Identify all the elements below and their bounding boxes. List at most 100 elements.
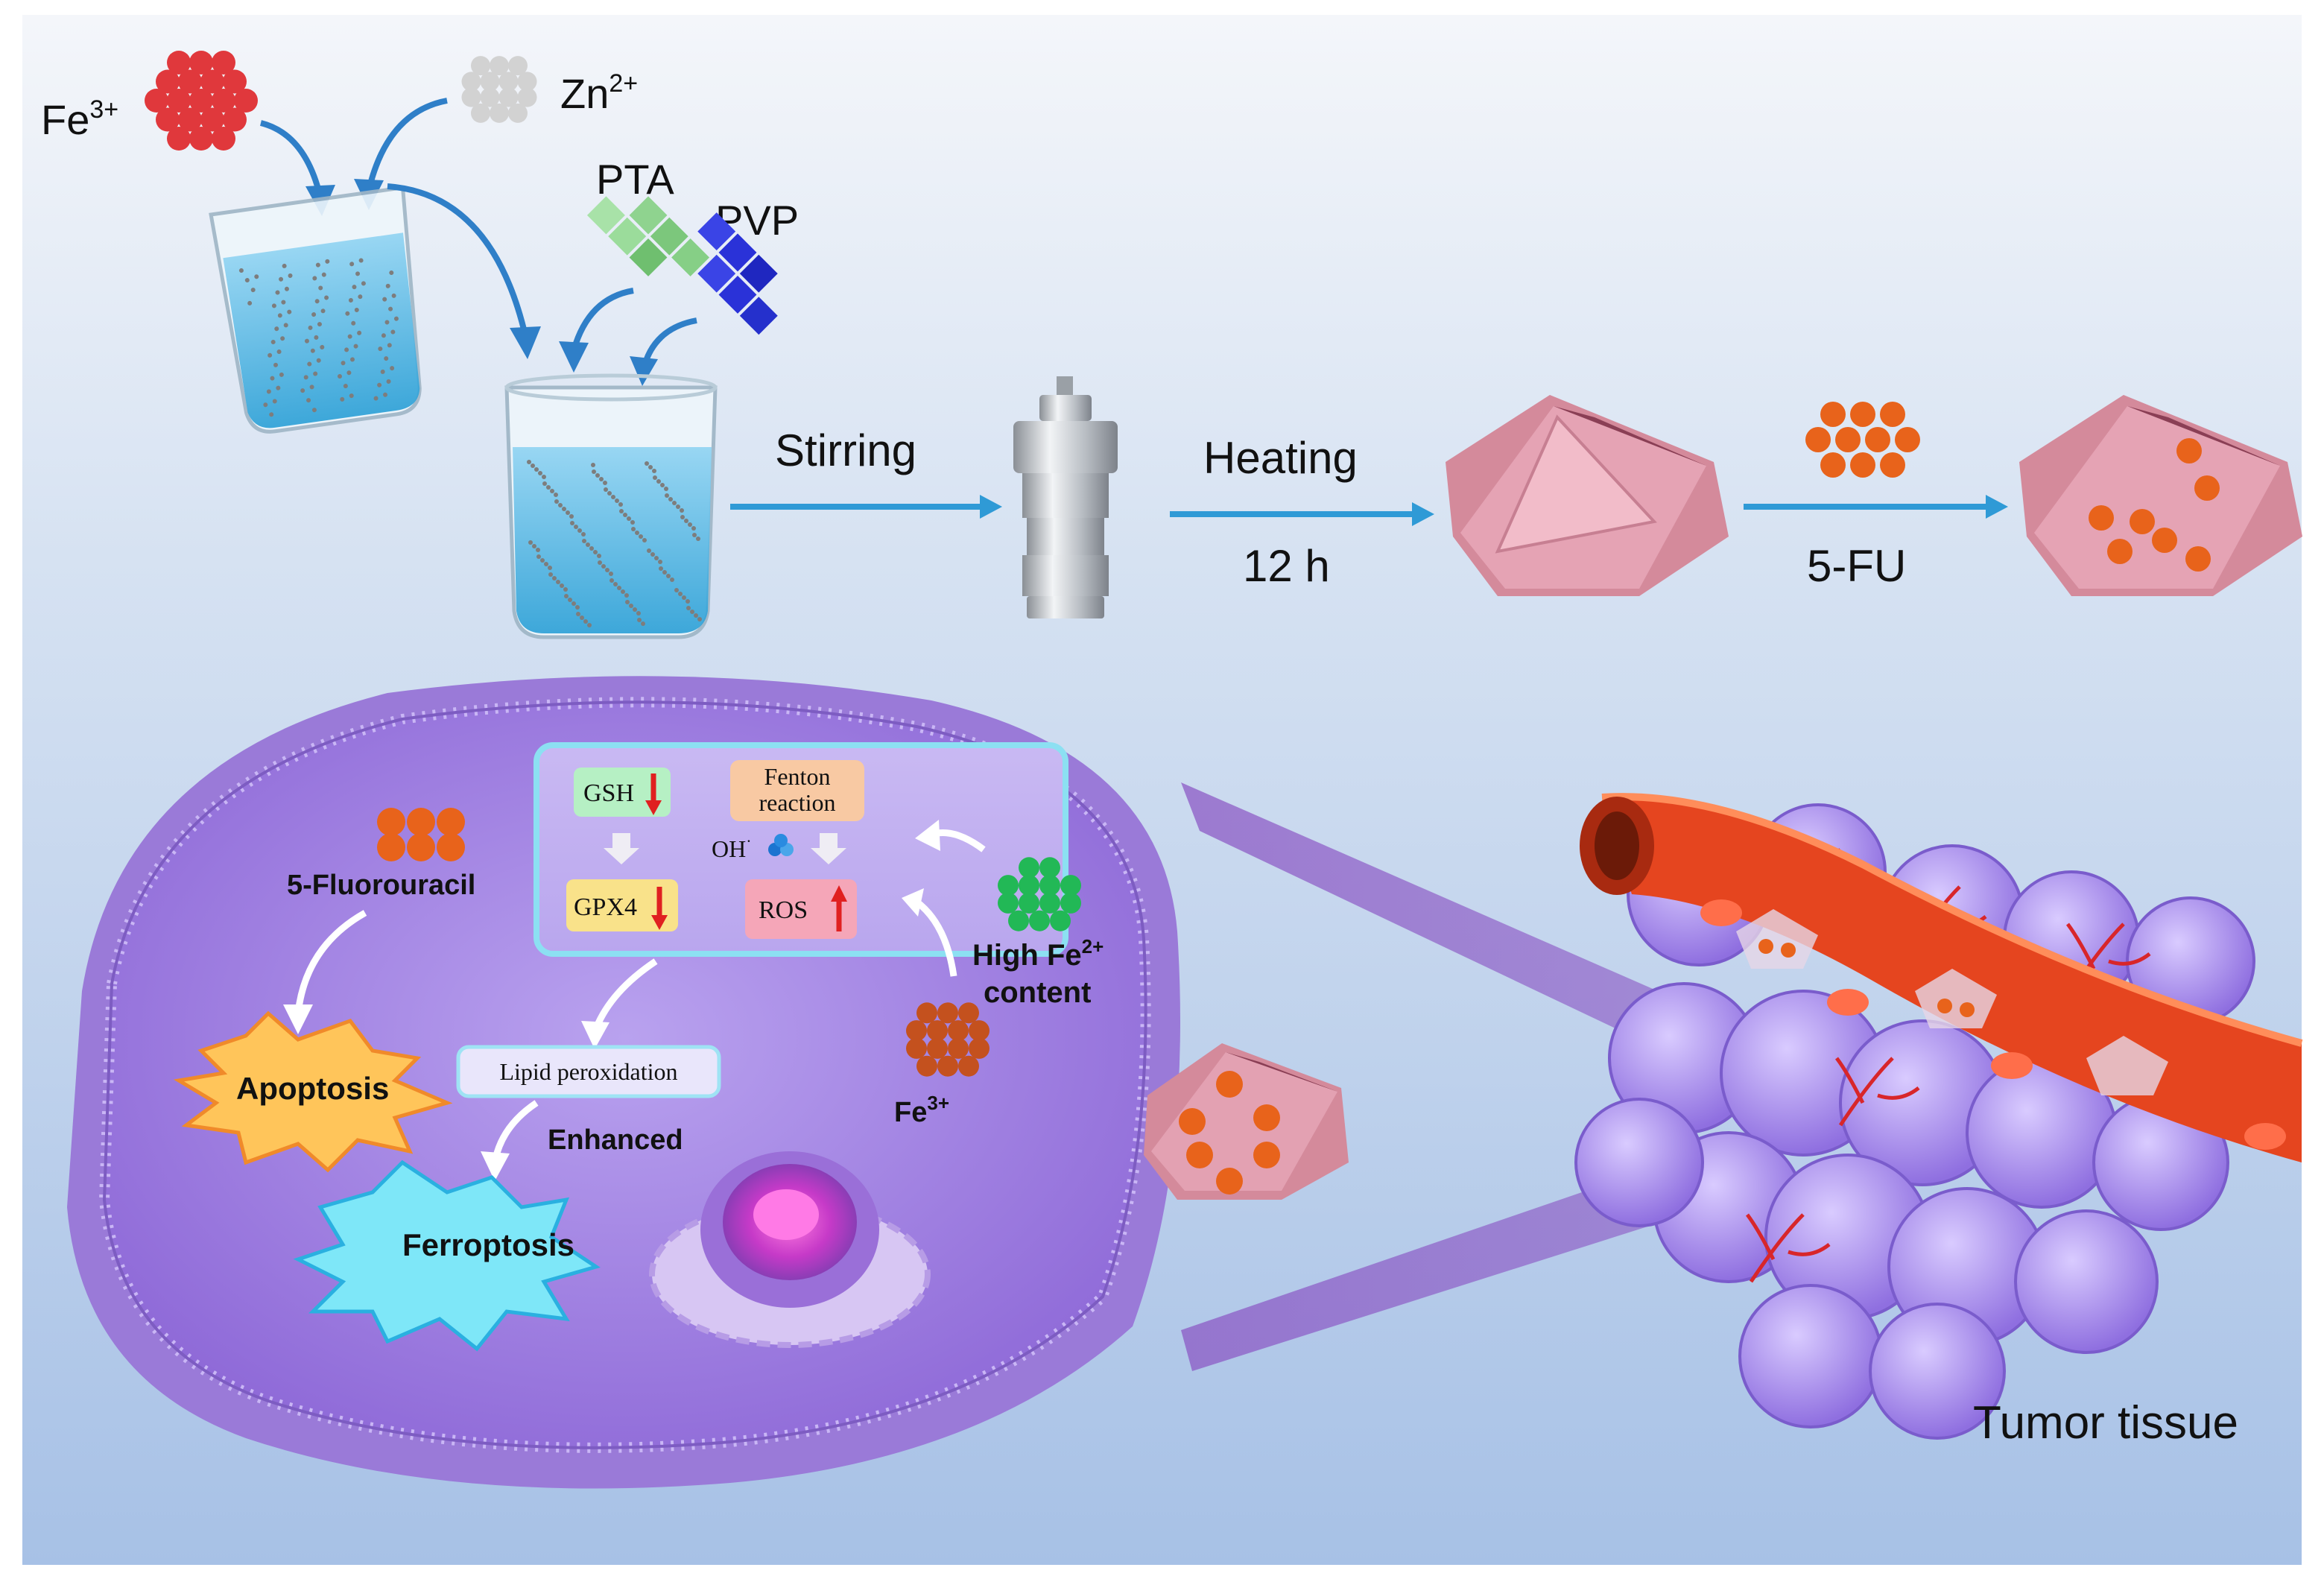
beaker-particle [680, 515, 685, 519]
fe3-ion [223, 69, 247, 94]
beaker-particle [279, 276, 284, 282]
beaker-particle [273, 362, 279, 367]
5fu-molecule [1820, 402, 1846, 427]
arrow-pvp-to-beaker [642, 317, 697, 367]
beaker-particle [311, 312, 317, 317]
beaker-particle [349, 357, 355, 362]
beaker-particle [546, 485, 551, 490]
beaker-particle [595, 473, 600, 478]
fenton-to-ros-arrow [811, 833, 846, 864]
beaker-particle [603, 481, 607, 485]
beaker-particle [569, 514, 574, 519]
beaker-particle [390, 329, 396, 335]
5fu-drug-cluster-top [1805, 402, 1920, 478]
beaker-particle [238, 268, 244, 273]
beaker-particle [577, 528, 582, 533]
beaker-particle [540, 558, 545, 563]
beaker-particle [645, 461, 649, 466]
beaker-particle [275, 290, 280, 295]
beaker-particle [386, 379, 391, 384]
beaker-particle [621, 589, 625, 594]
beaker-particle [576, 612, 580, 616]
mof-octahedron-particle [1446, 395, 1729, 596]
beaker-particle [270, 339, 276, 344]
zn2-label: Zn2+ [560, 69, 638, 117]
beaker-particle [556, 580, 560, 584]
5fu-label: 5-FU [1807, 541, 1906, 591]
beaker-particle [377, 382, 382, 387]
beaker-particle [314, 299, 320, 304]
zn2-ion [480, 87, 500, 107]
beaker-particle [662, 570, 667, 575]
beaker-particle [313, 371, 318, 376]
beaker-particle [618, 502, 623, 507]
beaker-particle [665, 493, 669, 498]
5fu-molecule [407, 833, 435, 861]
beaker-particle [311, 408, 317, 413]
beaker-particle [276, 349, 282, 355]
arrow-pta-to-beaker [571, 288, 634, 352]
5fu-molecule [407, 808, 435, 836]
arrow-fe3-to-panel [914, 899, 957, 977]
beaker-particle [387, 343, 392, 348]
beaker-particle [633, 607, 637, 612]
fe2-ion [1019, 875, 1039, 896]
beaker-particle [688, 522, 692, 527]
beaker-particle [341, 361, 346, 366]
beaker-particle [254, 274, 259, 279]
zn2-ion [498, 72, 519, 92]
beaker-particle [353, 344, 358, 349]
gpx4-label: GPX4 [574, 893, 637, 921]
beaker-particle [554, 493, 558, 497]
beaker-particle [674, 588, 679, 592]
apoptosis-label: Apoptosis [236, 1071, 389, 1106]
5fu-molecule [437, 833, 465, 861]
fe2-ion [1060, 892, 1081, 914]
ferroptosis-label: Ferroptosis [402, 1227, 574, 1262]
fe3-ion [958, 1002, 979, 1024]
drug-loaded-particle [2019, 395, 2302, 596]
beaker-particle [527, 460, 531, 464]
fe3-ion [948, 1020, 969, 1042]
beaker-particle [528, 540, 533, 545]
5fu-molecule [437, 808, 465, 836]
fenton-label-line2: reaction [759, 789, 835, 816]
beaker-2 [504, 373, 718, 639]
beaker-particle [389, 270, 394, 276]
beaker-particle [658, 560, 662, 564]
beaker-particle [276, 385, 281, 390]
beaker-particle [532, 544, 536, 548]
beaker-particle [694, 613, 698, 618]
beaker-particle [384, 320, 390, 325]
beaker-particle [582, 539, 586, 543]
beaker-particle [619, 509, 624, 513]
beaker-particle [347, 334, 352, 339]
fe2-ion [1039, 892, 1060, 914]
beaker-particle [586, 542, 590, 547]
beaker-particle [587, 623, 592, 627]
fe2-ion-cluster [998, 857, 1081, 931]
beaker-particle [373, 396, 379, 401]
beaker-particle [670, 578, 674, 582]
beaker-particle [609, 572, 613, 576]
beaker-particle [279, 372, 284, 377]
beaker-particle [536, 554, 541, 559]
beaker-particle [691, 526, 696, 531]
beaker-particle [340, 396, 345, 402]
beaker-particle [581, 532, 586, 537]
5fu-molecule [1835, 427, 1861, 452]
fe3-ion [937, 1055, 958, 1077]
autoclave-reactor [1013, 376, 1118, 618]
beaker-particle [610, 578, 614, 583]
beaker-particle [349, 262, 355, 267]
beaker-particle [598, 560, 602, 565]
fe3-ion [156, 107, 180, 132]
zn2-ion [517, 72, 537, 92]
beaker-particle [696, 537, 700, 541]
beaker-particle [282, 263, 287, 268]
beaker-particle [570, 521, 574, 525]
fe2-ion [1039, 857, 1060, 879]
5fu-molecule [1820, 452, 1846, 478]
beaker-particle [676, 504, 680, 509]
beaker-particle [383, 392, 388, 397]
